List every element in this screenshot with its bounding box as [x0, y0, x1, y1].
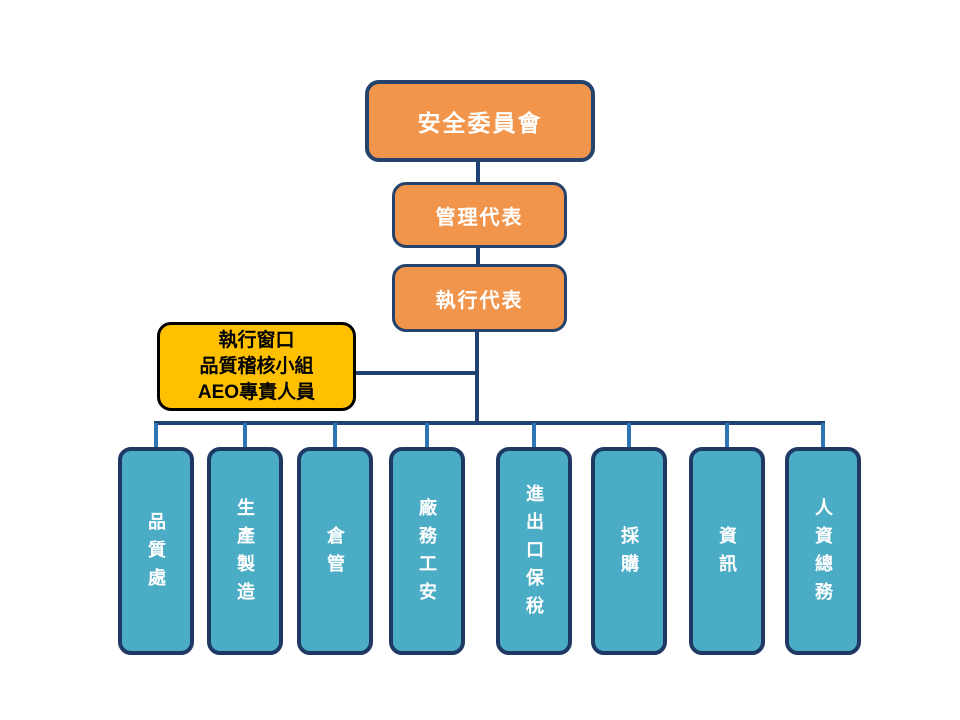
dept-quality-division-label: 品質處 — [146, 511, 166, 596]
dept-hr-general-affairs-label: 人資總務 — [813, 497, 833, 610]
node-management-representative: 管理代表 — [392, 182, 567, 248]
dept-production-manufacturing-label: 生產製造 — [235, 497, 255, 610]
node-executive-representative-label: 執行代表 — [435, 289, 524, 312]
dept-warehouse-label: 倉管 — [325, 525, 345, 582]
dept-warehouse: 倉管 — [297, 447, 373, 655]
dept-production-manufacturing: 生產製造 — [207, 447, 283, 655]
connector-stub-4 — [425, 423, 429, 449]
dept-import-export-bonded-label: 進出口保稅 — [524, 483, 544, 624]
dept-information-label: 資訊 — [717, 525, 737, 582]
liaison-line-2: 品質稽核小組 — [199, 355, 314, 377]
connector-liaison-link — [354, 371, 476, 375]
dept-facility-safety-label: 廠務工安 — [417, 497, 437, 610]
node-management-representative-label: 管理代表 — [435, 206, 524, 229]
node-safety-committee: 安全委員會 — [365, 80, 595, 162]
dept-hr-general-affairs: 人資總務 — [785, 447, 861, 655]
node-executive-representative: 執行代表 — [392, 264, 567, 332]
connector-stub-2 — [243, 423, 247, 449]
dept-facility-safety: 廠務工安 — [389, 447, 465, 655]
liaison-line-1: 執行窗口 — [218, 329, 295, 351]
dept-purchasing: 採購 — [591, 447, 667, 655]
connector-rail — [154, 421, 825, 425]
dept-quality-division: 品質處 — [118, 447, 194, 655]
liaison-line-3: AEO專責人員 — [197, 381, 316, 403]
connector-stub-7 — [725, 423, 729, 449]
connector-l1-l2 — [476, 160, 480, 184]
node-safety-committee-label: 安全委員會 — [417, 110, 543, 136]
connector-stub-5 — [532, 423, 536, 449]
connector-stub-8 — [821, 423, 825, 449]
dept-information: 資訊 — [689, 447, 765, 655]
node-liaison-group: 執行窗口 品質稽核小組 AEO專責人員 — [157, 322, 356, 411]
connector-stub-3 — [333, 423, 337, 449]
connector-l3-rail — [475, 330, 479, 425]
connector-stub-1 — [154, 423, 158, 449]
dept-purchasing-label: 採購 — [619, 525, 639, 582]
dept-import-export-bonded: 進出口保稅 — [496, 447, 572, 655]
connector-stub-6 — [627, 423, 631, 449]
connector-l2-l3 — [476, 246, 480, 266]
